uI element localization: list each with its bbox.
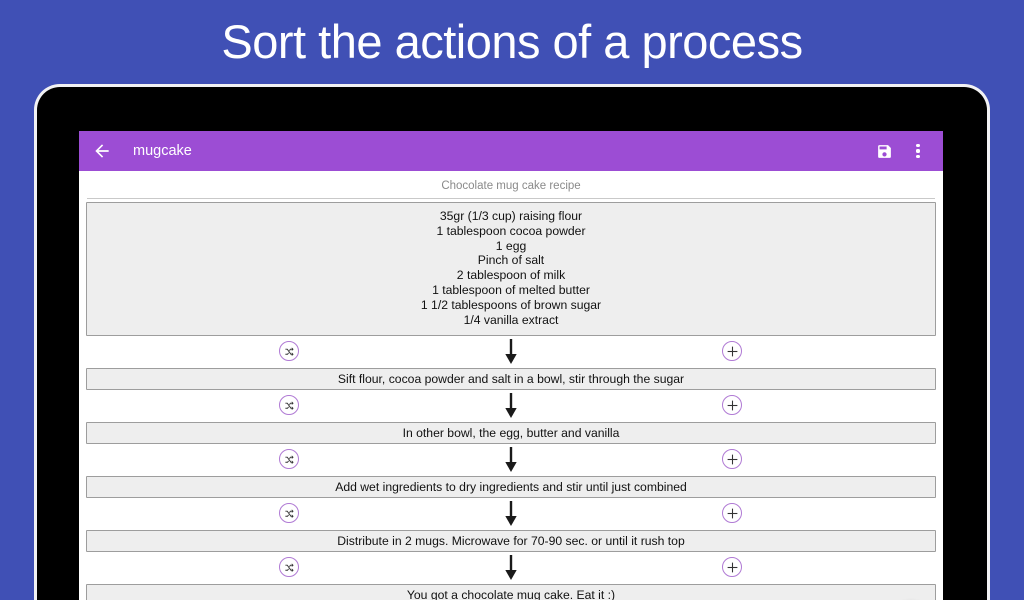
down-arrow-icon	[505, 393, 518, 424]
promo-headline: Sort the actions of a process	[221, 14, 803, 68]
step-connector	[86, 444, 936, 476]
down-arrow-icon	[505, 501, 518, 532]
ingredient-line: 35gr (1/3 cup) raising flour	[439, 209, 583, 223]
ingredient-line: 1 tablespoon cocoa powder	[436, 223, 586, 238]
back-arrow-icon[interactable]	[89, 138, 115, 164]
shuffle-icon[interactable]	[279, 449, 299, 470]
ingredient-line: 1 egg	[495, 238, 527, 253]
tablet-screen: mugcake Chocolate mug cake recipe 35gr (…	[79, 131, 943, 600]
shuffle-icon[interactable]	[279, 341, 299, 362]
ingredient-line: 1 1/2 tablespoons of brown sugar	[420, 297, 602, 312]
add-plus-icon[interactable]	[722, 341, 742, 362]
shuffle-icon[interactable]	[279, 557, 299, 578]
caption-divider	[87, 198, 935, 199]
step-box[interactable]: Sift flour, cocoa powder and salt in a b…	[86, 368, 936, 391]
step-box[interactable]: You got a chocolate mug cake. Eat it :)	[86, 584, 936, 600]
shuffle-icon[interactable]	[279, 395, 299, 416]
step-connector	[86, 390, 936, 422]
ingredient-line: 2 tablespoon of milk	[456, 268, 566, 283]
ingredient-line: 1 tablespoon of melted butter	[432, 282, 590, 297]
down-arrow-icon	[505, 555, 518, 586]
add-plus-icon[interactable]	[722, 503, 742, 524]
down-arrow-icon	[505, 447, 518, 478]
tablet-device-frame: mugcake Chocolate mug cake recipe 35gr (…	[34, 84, 990, 600]
recipe-caption: Chocolate mug cake recipe	[441, 180, 581, 192]
overflow-menu-icon[interactable]	[905, 138, 931, 164]
down-arrow-icon	[505, 339, 518, 370]
step-box[interactable]: Distribute in 2 mugs. Microwave for 70-9…	[86, 530, 936, 553]
shuffle-icon[interactable]	[279, 503, 299, 524]
add-plus-icon[interactable]	[722, 395, 742, 416]
app-bar: mugcake	[79, 131, 943, 171]
recipe-content: Chocolate mug cake recipe 35gr (1/3 cup)…	[79, 171, 943, 600]
overflow-dots	[916, 138, 920, 164]
save-floppy-icon[interactable]	[871, 138, 897, 164]
step-box[interactable]: In other bowl, the egg, butter and vanil…	[86, 422, 936, 445]
ingredient-line: 1/4 vanilla extract	[463, 312, 559, 327]
step-connector	[86, 498, 936, 530]
app-bar-title: mugcake	[133, 143, 192, 159]
add-plus-icon[interactable]	[722, 557, 742, 578]
add-plus-icon[interactable]	[722, 449, 742, 470]
step-connector	[86, 552, 936, 584]
ingredients-box[interactable]: 35gr (1/3 cup) raising flour 1 tablespoo…	[86, 202, 936, 337]
ingredient-line: Pinch of salt	[477, 253, 545, 268]
step-connector	[86, 336, 936, 368]
step-box[interactable]: Add wet ingredients to dry ingredients a…	[86, 476, 936, 499]
